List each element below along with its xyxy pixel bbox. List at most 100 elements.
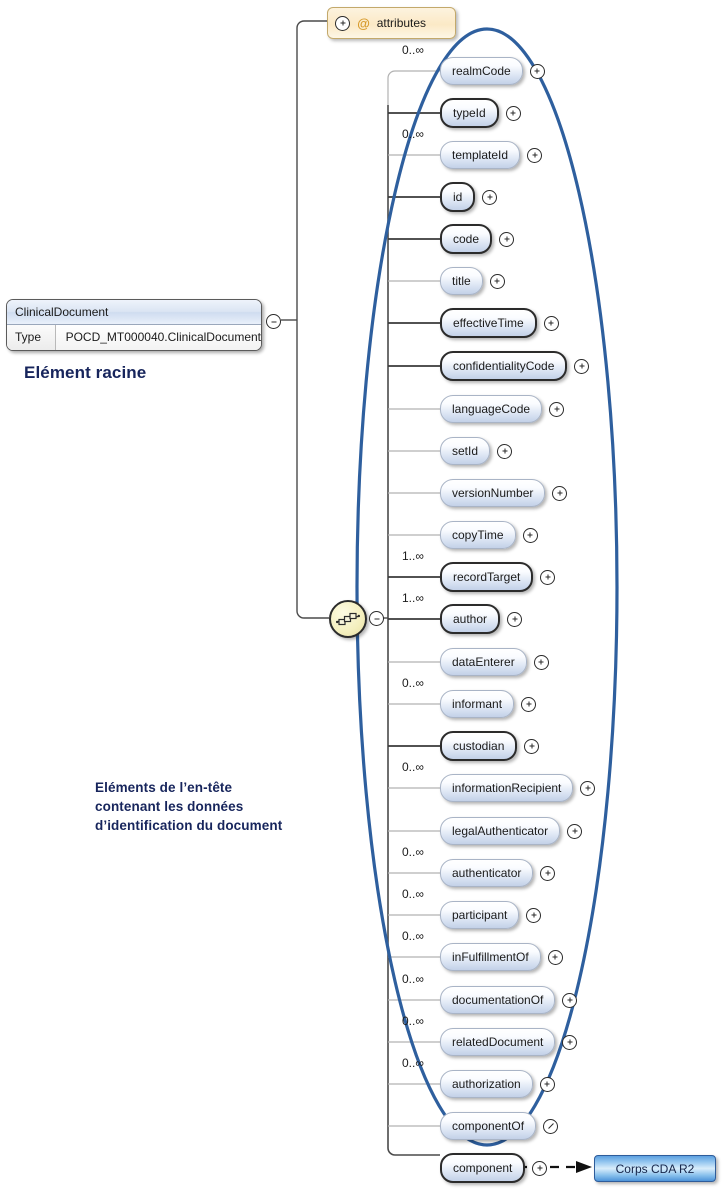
element-node-setId[interactable]: setId [440, 437, 513, 465]
element-pill[interactable]: participant [440, 901, 520, 929]
plus-circle-icon[interactable] [540, 865, 556, 881]
plus-circle-icon[interactable] [562, 1034, 578, 1050]
element-node-versionNumber[interactable]: versionNumber [440, 479, 568, 507]
plus-circle-icon[interactable] [497, 443, 513, 459]
element-node-code[interactable]: code [440, 224, 515, 254]
element-node-dataEnterer[interactable]: dataEnterer [440, 648, 549, 676]
element-node-title[interactable]: title [440, 267, 505, 295]
plus-circle-icon[interactable] [539, 1076, 555, 1092]
element-pill[interactable]: componentOf [440, 1112, 537, 1140]
minus-circle-icon[interactable] [266, 314, 281, 329]
plus-circle-icon[interactable] [507, 611, 523, 627]
plus-circle-icon[interactable] [489, 273, 505, 289]
root-element-box[interactable]: ClinicalDocument Type POCD_MT000040.Clin… [6, 299, 262, 351]
element-node-author[interactable]: author [440, 604, 523, 634]
plus-circle-icon[interactable] [335, 15, 350, 31]
element-pill[interactable]: inFulfillmentOf [440, 943, 541, 971]
element-pill[interactable]: realmCode [440, 57, 523, 85]
collapsed-ref-icon[interactable] [543, 1118, 559, 1134]
element-node-languageCode[interactable]: languageCode [440, 395, 565, 423]
element-pill[interactable]: templateId [440, 141, 521, 169]
corps-cda-r2-label: Corps CDA R2 [615, 1161, 695, 1176]
element-node-legalAuthenticator[interactable]: legalAuthenticator [440, 817, 583, 845]
plus-circle-icon[interactable] [543, 315, 559, 331]
element-pill[interactable]: versionNumber [440, 479, 546, 507]
plus-circle-icon[interactable] [562, 992, 578, 1008]
element-node-copyTime[interactable]: copyTime [440, 521, 538, 549]
minus-circle-icon[interactable] [369, 611, 384, 626]
element-pill[interactable]: informationRecipient [440, 774, 574, 802]
plus-circle-icon[interactable] [533, 654, 549, 670]
plus-circle-icon[interactable] [574, 358, 590, 374]
element-pill[interactable]: relatedDocument [440, 1028, 556, 1056]
plus-circle-icon[interactable] [505, 105, 521, 121]
element-node-confidentialityCode[interactable]: confidentialityCode [440, 351, 590, 381]
cardinality-label: 0..∞ [402, 127, 424, 141]
plus-circle-icon[interactable] [499, 231, 515, 247]
element-node-inFulfillmentOf[interactable]: inFulfillmentOf [440, 943, 563, 971]
element-node-informationRecipient[interactable]: informationRecipient [440, 774, 596, 802]
element-pill[interactable]: effectiveTime [440, 308, 537, 338]
element-pill[interactable]: confidentialityCode [440, 351, 568, 381]
element-pill[interactable]: documentationOf [440, 986, 556, 1014]
element-pill[interactable]: dataEnterer [440, 648, 527, 676]
element-node-participant[interactable]: participant [440, 901, 542, 929]
element-pill[interactable]: copyTime [440, 521, 516, 549]
plus-circle-icon[interactable] [540, 569, 556, 585]
element-pill[interactable]: id [440, 182, 476, 212]
plus-circle-icon[interactable] [527, 147, 543, 163]
element-pill[interactable]: title [440, 267, 483, 295]
element-pill[interactable]: informant [440, 690, 515, 718]
plus-circle-icon[interactable] [526, 907, 542, 923]
type-value: POCD_MT000040.ClinicalDocument [65, 330, 261, 344]
plus-circle-icon[interactable] [552, 485, 568, 501]
element-node-typeId[interactable]: typeId [440, 98, 521, 128]
element-pill[interactable]: recordTarget [440, 562, 534, 592]
plus-circle-icon[interactable] [532, 1160, 548, 1176]
cardinality-label: 0..∞ [402, 1056, 424, 1070]
element-pill[interactable]: typeId [440, 98, 499, 128]
element-node-component[interactable]: component [440, 1153, 548, 1183]
element-pill[interactable]: component [440, 1153, 526, 1183]
element-node-authorization[interactable]: authorization [440, 1070, 555, 1098]
attributes-label: attributes [376, 16, 427, 30]
sequence-icon [329, 600, 367, 638]
plus-circle-icon[interactable] [567, 823, 583, 839]
plus-circle-icon[interactable] [522, 527, 538, 543]
plus-circle-icon[interactable] [521, 696, 537, 712]
plus-circle-icon[interactable] [482, 189, 498, 205]
element-node-authenticator[interactable]: authenticator [440, 859, 556, 887]
element-node-realmCode[interactable]: realmCode [440, 57, 545, 85]
corps-cda-r2-box[interactable]: Corps CDA R2 [594, 1155, 716, 1182]
element-pill[interactable]: author [440, 604, 501, 634]
element-pill[interactable]: legalAuthenticator [440, 817, 561, 845]
element-pill[interactable]: authenticator [440, 859, 534, 887]
element-pill[interactable]: languageCode [440, 395, 543, 423]
attributes-node[interactable]: @ attributes [327, 7, 456, 39]
plus-circle-icon[interactable] [524, 738, 540, 754]
root-element-name: ClinicalDocument [7, 300, 261, 325]
cardinality-label: 0..∞ [402, 972, 424, 986]
element-pill[interactable]: code [440, 224, 493, 254]
element-node-informant[interactable]: informant [440, 690, 537, 718]
plus-circle-icon[interactable] [580, 780, 596, 796]
at-symbol-icon: @ [357, 15, 370, 31]
element-node-recordTarget[interactable]: recordTarget [440, 562, 556, 592]
plus-circle-icon[interactable] [547, 949, 563, 965]
element-node-templateId[interactable]: templateId [440, 141, 543, 169]
element-node-effectiveTime[interactable]: effectiveTime [440, 308, 559, 338]
plus-circle-icon[interactable] [529, 63, 545, 79]
element-pill[interactable]: authorization [440, 1070, 533, 1098]
plus-circle-icon[interactable] [549, 401, 565, 417]
element-pill[interactable]: custodian [440, 731, 518, 761]
element-node-relatedDocument[interactable]: relatedDocument [440, 1028, 578, 1056]
element-node-id[interactable]: id [440, 182, 498, 212]
element-pill[interactable]: setId [440, 437, 491, 465]
element-node-custodian[interactable]: custodian [440, 731, 540, 761]
element-node-componentOf[interactable]: componentOf [440, 1112, 559, 1140]
header-group-ellipse [355, 27, 619, 1147]
element-node-documentationOf[interactable]: documentationOf [440, 986, 578, 1014]
sequence-compositor[interactable] [329, 600, 384, 638]
cardinality-label: 0..∞ [402, 676, 424, 690]
